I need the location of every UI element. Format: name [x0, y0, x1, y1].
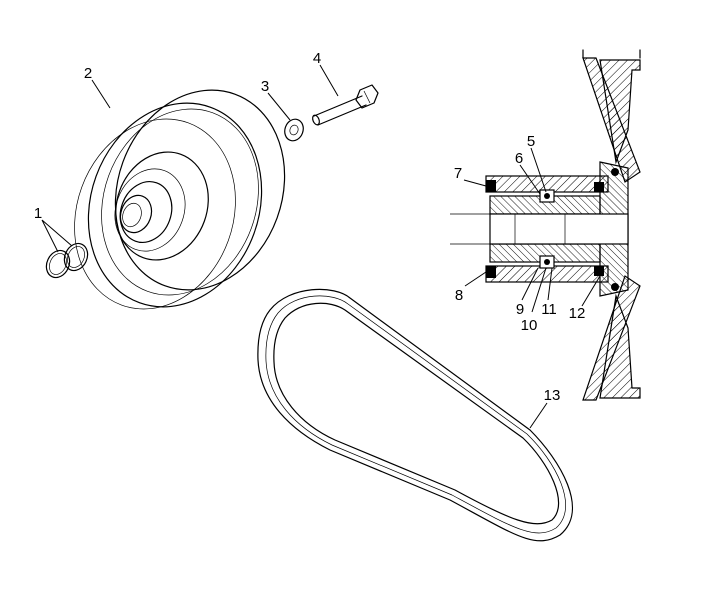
- callout-labels: 1 2 3 4 5 6 7 8 9 10 11 12 13: [34, 50, 586, 404]
- bolt: [312, 84, 379, 126]
- drive-belt: [257, 288, 573, 542]
- leader-lines: [41, 64, 601, 429]
- callout-1: 1: [34, 205, 42, 222]
- callout-2: 2: [84, 65, 92, 82]
- callout-5: 5: [527, 133, 535, 150]
- driven-pulley: [74, 89, 286, 310]
- callout-6: 6: [515, 150, 523, 167]
- callout-12: 12: [569, 305, 586, 322]
- callout-8: 8: [455, 287, 463, 304]
- callout-13: 13: [544, 387, 561, 404]
- washer: [284, 118, 304, 142]
- snap-rings: [45, 242, 89, 279]
- hub-section-view: [450, 49, 641, 401]
- callout-7: 7: [454, 165, 462, 182]
- callout-10: 10: [521, 317, 538, 334]
- callout-9: 9: [516, 301, 524, 318]
- callout-11: 11: [541, 301, 557, 318]
- callout-3: 3: [261, 78, 269, 95]
- callout-4: 4: [313, 50, 321, 67]
